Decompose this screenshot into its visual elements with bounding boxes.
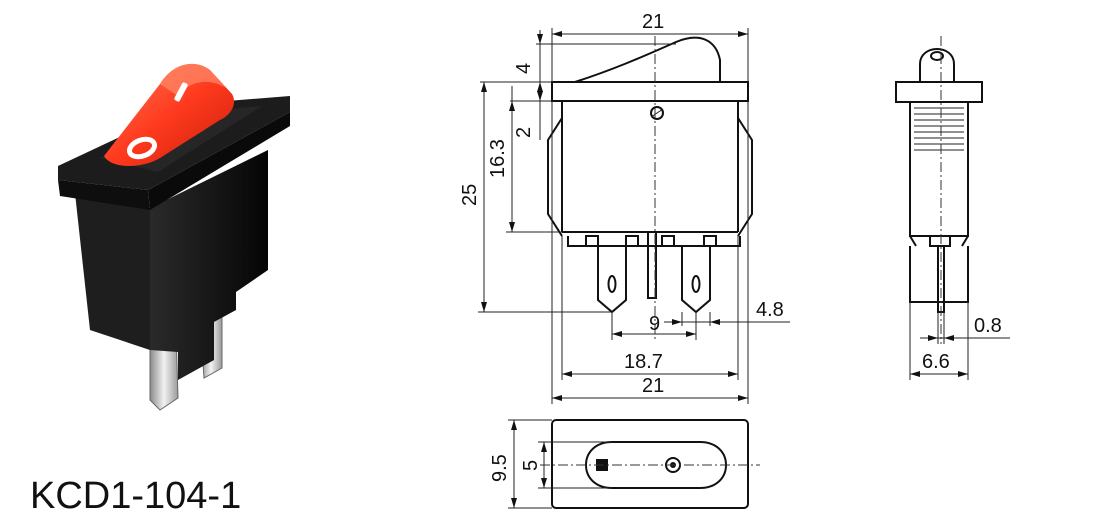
- dim-terminal-spacing: 9: [649, 313, 660, 335]
- top-view: 9.5 5: [489, 419, 760, 509]
- photo-on-mark: [174, 82, 188, 102]
- dim-terminal-width: 4.8: [756, 299, 784, 321]
- front-view: 21 4 2 16.3 25 9 4.8: [459, 11, 790, 404]
- dim-side-terminal-thickness: 0.8: [974, 315, 1002, 337]
- dim-body-depth: 16.3: [487, 139, 509, 178]
- dim-flange-thickness: 2: [513, 127, 535, 138]
- side-view: 0.8 6.6: [895, 36, 1010, 380]
- dim-body-width: 18.7: [624, 351, 663, 373]
- dim-side-body-width: 6.6: [922, 351, 950, 373]
- dim-top-rocker-height: 5: [520, 460, 542, 471]
- model-label: KCD1-104-1: [30, 475, 241, 517]
- switch-photo: [58, 63, 290, 411]
- dim-flange-width: 21: [642, 375, 664, 397]
- dim-rocker-height: 4: [513, 63, 535, 74]
- dim-top-flange-height: 9.5: [489, 454, 511, 482]
- dim-overall-height: 25: [459, 184, 481, 206]
- photo-off-mark: [126, 136, 158, 160]
- dim-front-top-width: 21: [642, 11, 664, 33]
- photo-housing-body: [74, 184, 150, 350]
